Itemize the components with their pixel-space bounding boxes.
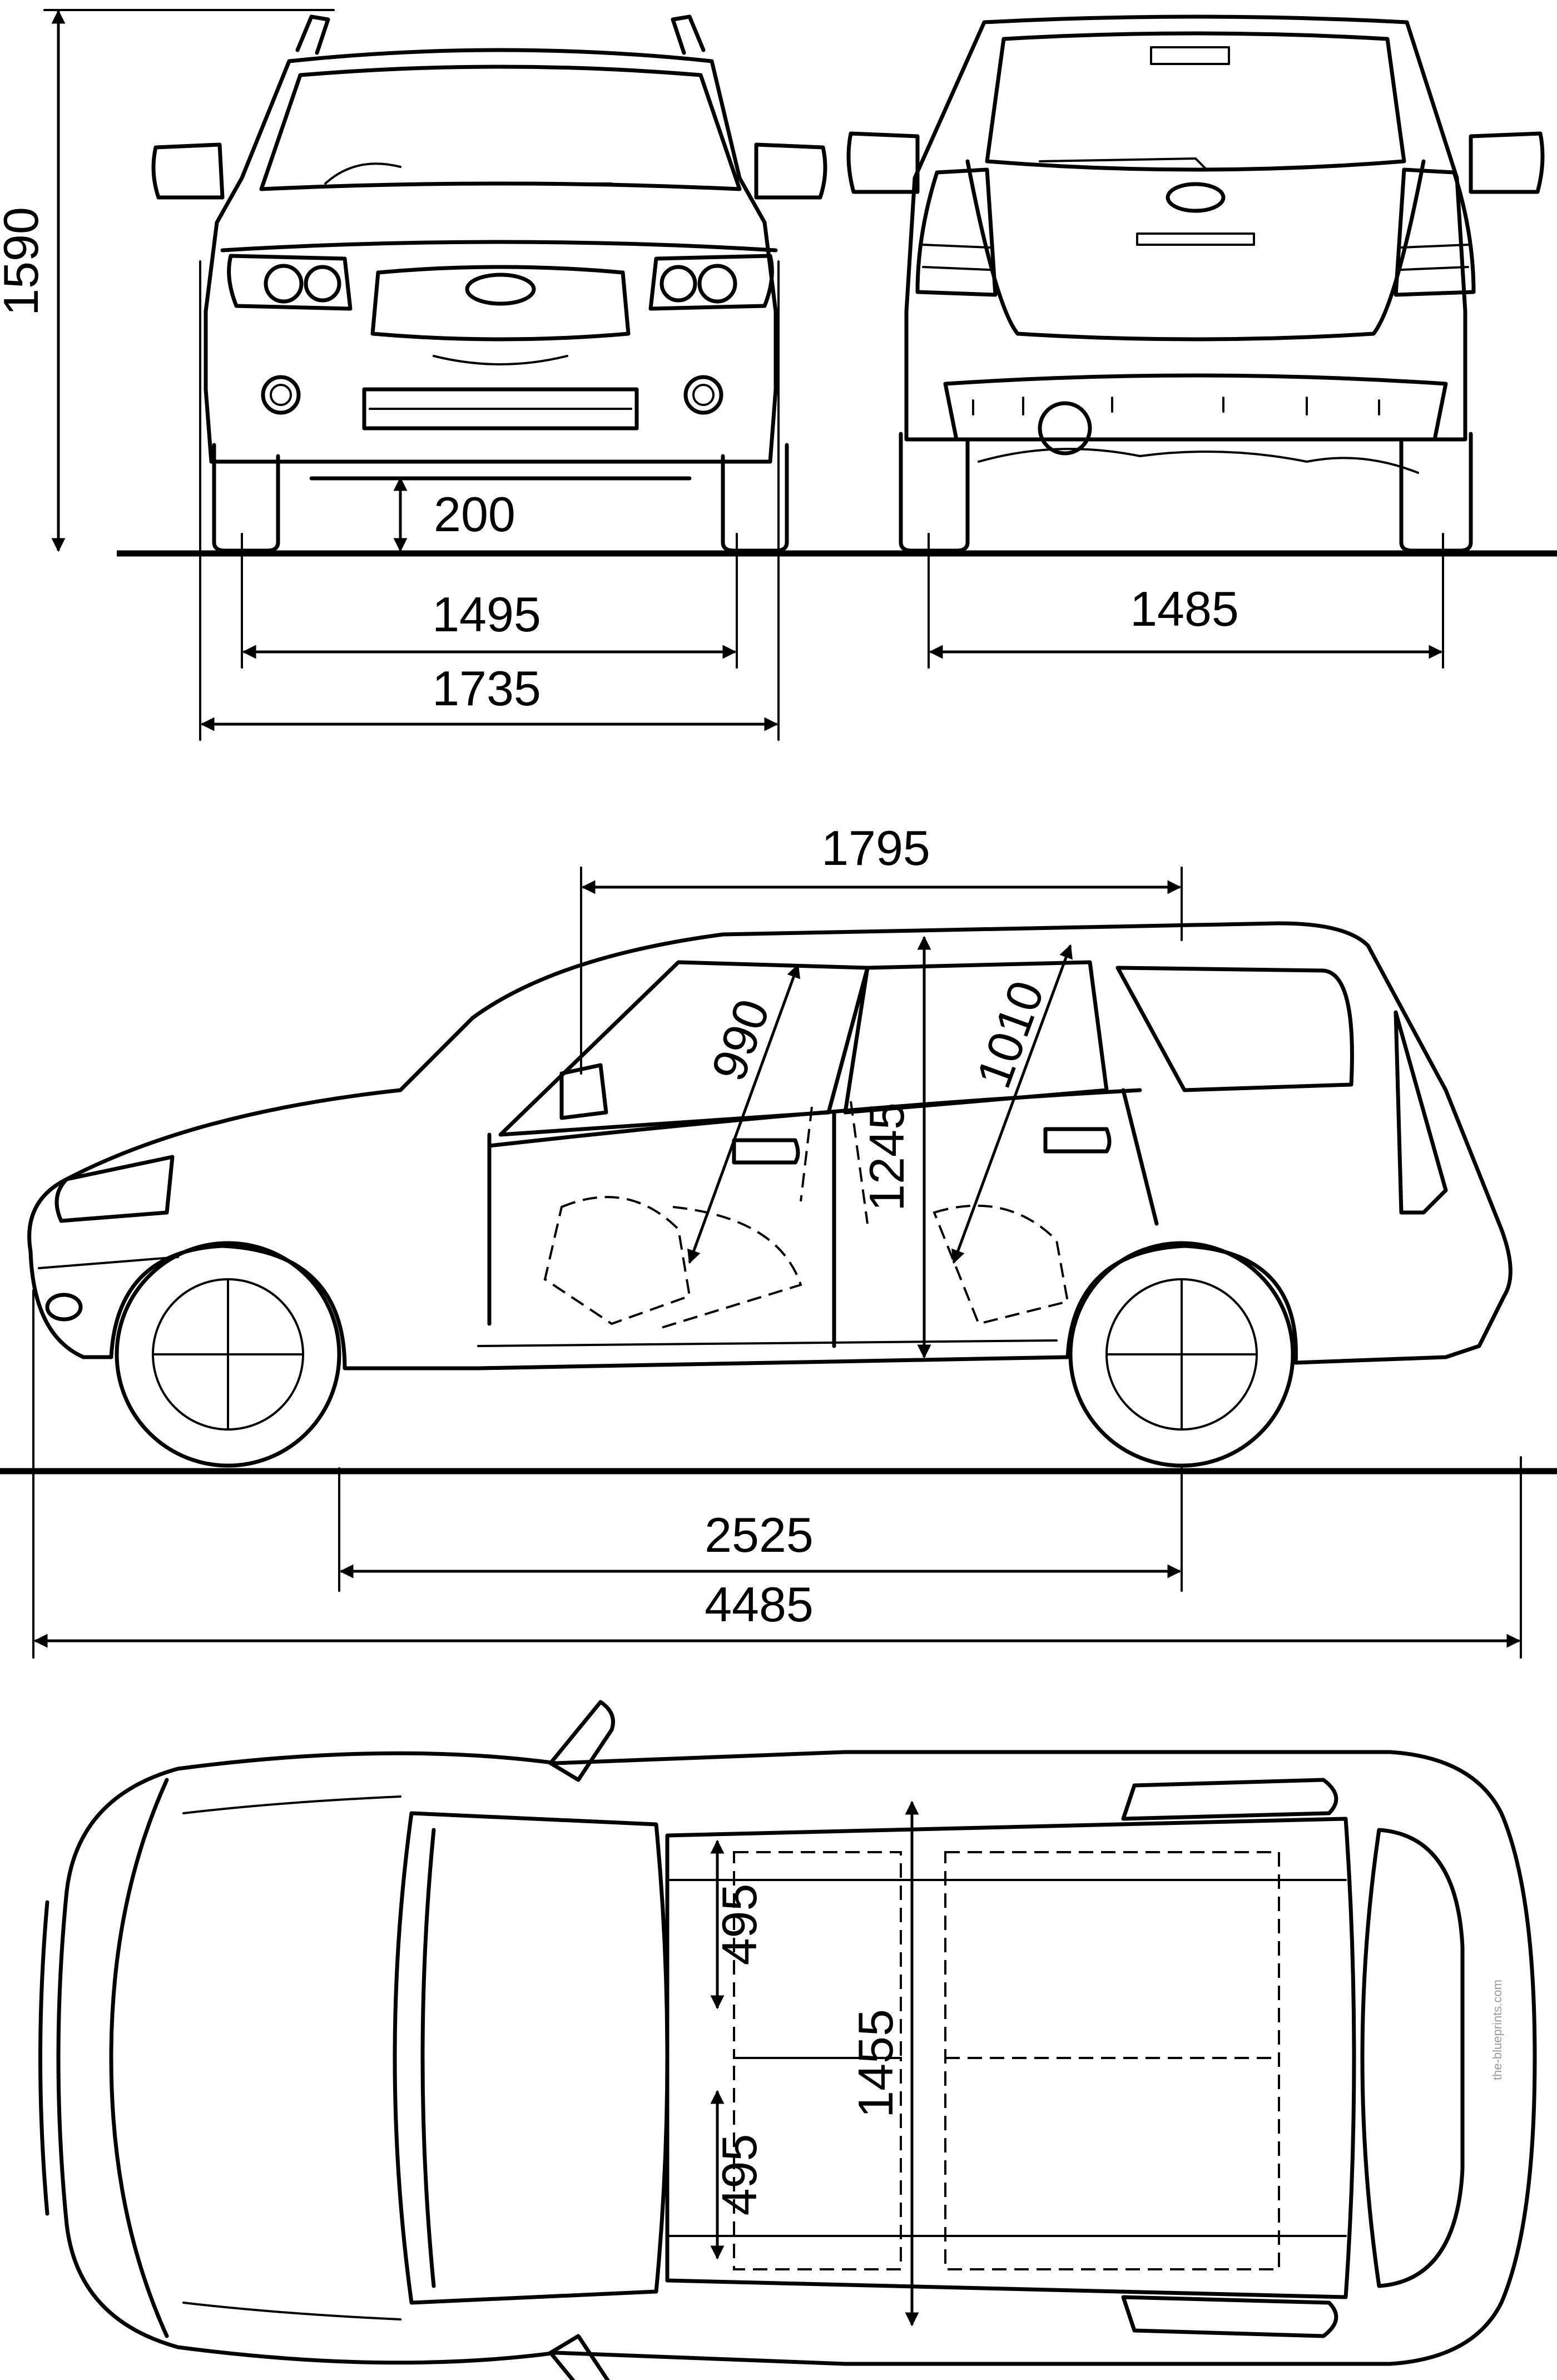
interior-width-label: 1455 [848,2009,903,2118]
top-view: 495 495 1455 [38,1700,1537,2380]
ground-clearance-label: 200 [434,487,515,542]
front-seat-width-left-label: 495 [712,1884,767,1966]
interior-height-label: 1245 [859,1102,914,1211]
rear-seat-height-line [951,944,1073,1264]
roof-length-label: 1795 [821,820,930,875]
width-label: 1735 [432,661,541,716]
rear-track-label: 1485 [1130,581,1239,636]
front-wheel [115,1241,341,1468]
credit-text: the-blueprints.com [1490,1980,1504,2080]
side-view: 1795 990 1010 1245 2525 4485 [0,820,1557,1659]
rear-seat-height-label: 1010 [965,974,1054,1095]
length-label: 4485 [705,1577,814,1632]
wheelbase-label: 2525 [705,1507,814,1562]
height-label: 1590 [0,207,48,316]
front-seat-width-right-label: 495 [712,2134,767,2216]
rear-view: 1485 [837,14,1557,669]
rear-wheel [1068,1241,1295,1468]
front-track-label: 1495 [432,587,541,642]
front-seat-height-line [687,963,801,1264]
front-view: 1590 200 1495 1735 [0,9,837,741]
front-seat-height-label: 990 [701,992,780,1088]
